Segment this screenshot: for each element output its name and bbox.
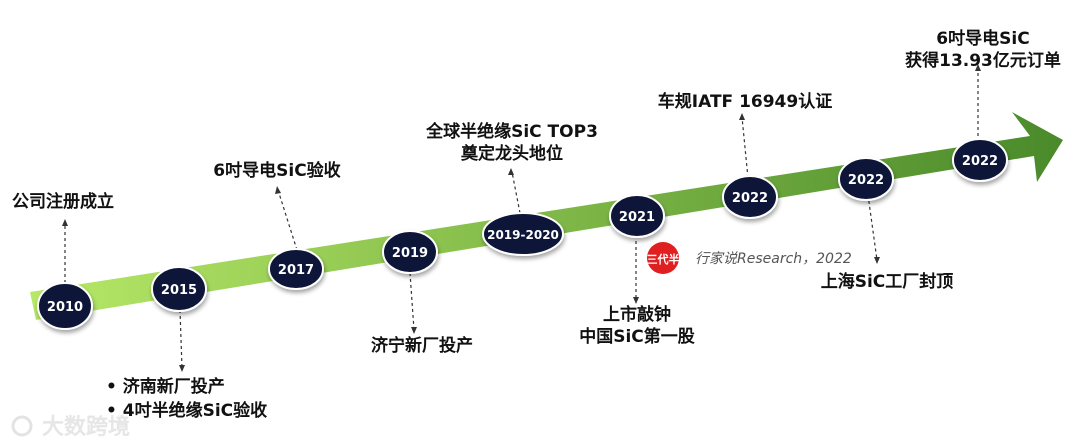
connector-2022b [867, 194, 878, 261]
event-line: 上市敲钟 [603, 304, 671, 325]
year-node-n2022b: 2022 [838, 157, 894, 201]
event-line: 全球半绝缘SiC TOP3 [425, 121, 598, 142]
arrowhead-2022b [874, 257, 880, 264]
year-node-shape [722, 175, 778, 219]
arrowhead-2019 [411, 327, 417, 334]
year-node-shape [482, 212, 564, 256]
year-node-label: 2019-2020 [487, 228, 559, 242]
year-node-n2021: 2021 [609, 194, 665, 238]
year-node-n2019b: 2019-2020 [482, 212, 564, 256]
event-line: 车规IATF 16949认证 [658, 91, 832, 112]
arrowhead-2019b [508, 168, 514, 175]
year-node-shape [268, 248, 324, 290]
connector-2015 [179, 309, 183, 369]
event-line: 上海SiC工厂封顶 [821, 271, 954, 292]
year-node-n2022a: 2022 [722, 175, 778, 219]
year-node-shape [151, 266, 207, 312]
year-node-n2010: 2010 [37, 282, 93, 330]
event-labels: 公司注册成立 • 济南新厂投产 • 4吋半绝缘SiC验收 6吋导电SiC验收济宁新厂投… [12, 28, 1061, 421]
connector-2017 [277, 189, 298, 251]
year-node-shape [37, 282, 93, 330]
event-label-2015: • 济南新厂投产 • 4吋半绝缘SiC验收 [106, 376, 267, 421]
event-label-2010: 公司注册成立 [12, 191, 114, 212]
event-line: 奠定龙头地位 [460, 143, 563, 164]
event-line: 中国SiC第一股 [579, 326, 695, 347]
event-line: 6吋导电SiC [936, 28, 1029, 49]
source-note: 三代半 行家说Research，2022 [647, 242, 852, 274]
event-line: 公司注册成立 [12, 191, 114, 212]
year-node-label: 2022 [848, 173, 884, 188]
arrowhead-2010 [62, 219, 68, 226]
source-logo-text: 三代半 [647, 252, 680, 266]
year-nodes: 2010 2015 2017 2019 2019-2020 2021 2022 2022 202… [37, 138, 1008, 330]
year-node-label: 2022 [732, 191, 768, 206]
event-line: • 4吋半绝缘SiC验收 [106, 400, 267, 421]
year-node-n2017: 2017 [268, 248, 324, 290]
connector-2019b [511, 171, 521, 214]
year-node-label: 2015 [161, 283, 197, 298]
watermark: 大数跨境 [11, 414, 130, 440]
year-node-shape [838, 157, 894, 201]
source-note-text: 行家说Research，2022 [695, 251, 852, 267]
year-node-shape [952, 138, 1008, 182]
connector-2019 [409, 272, 415, 331]
connectors [64, 68, 979, 369]
event-line: 获得13.93亿元订单 [905, 50, 1061, 71]
arrowhead-2021 [633, 297, 639, 304]
event-label-2022b: 上海SiC工厂封顶 [821, 271, 954, 292]
event-line: • 济南新厂投产 [106, 376, 225, 397]
event-line: 6吋导电SiC验收 [213, 160, 340, 181]
event-line: 济宁新厂投产 [371, 335, 473, 356]
year-node-label: 2010 [47, 300, 83, 315]
year-node-n2015: 2015 [151, 266, 207, 312]
connector-arrowheads [62, 64, 981, 372]
watermark-text: 大数跨境 [42, 414, 130, 440]
year-node-shape [609, 194, 665, 238]
year-node-shape [382, 230, 438, 274]
source-logo-icon [647, 242, 679, 274]
year-node-n2019: 2019 [382, 230, 438, 274]
year-node-label: 2017 [278, 263, 314, 278]
year-node-label: 2022 [962, 154, 998, 169]
arrowhead-2022c [975, 64, 981, 71]
arrowhead-2022a [739, 113, 745, 120]
connector-2022a [741, 116, 749, 179]
year-node-label: 2019 [392, 246, 428, 261]
arrowhead-2015 [179, 365, 185, 372]
event-label-2021: 上市敲钟中国SiC第一股 [579, 304, 695, 347]
event-label-2022a: 车规IATF 16949认证 [658, 91, 832, 112]
year-node-label: 2021 [619, 210, 655, 225]
arrowhead-2017 [275, 186, 281, 194]
event-label-2019: 济宁新厂投产 [371, 335, 473, 356]
year-node-n2022c: 2022 [952, 138, 1008, 182]
event-label-2017: 6吋导电SiC验收 [213, 160, 340, 181]
